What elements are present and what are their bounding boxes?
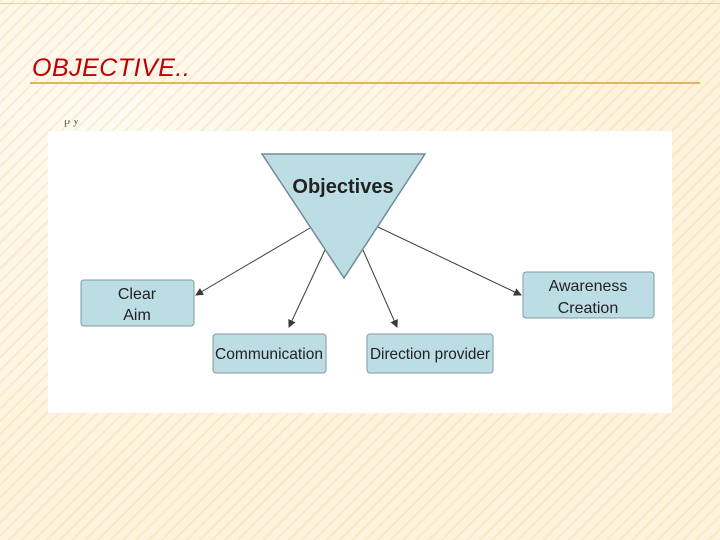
arrow-to-awareness-creation (377, 226, 522, 296)
clear-aim-line-1: Clear (118, 286, 157, 303)
clear-aim-line-2: Aim (123, 307, 151, 324)
awareness-creation-box (522, 271, 655, 319)
objectives-label: Objectives (292, 176, 393, 198)
slide-title: OBJECTIVE.. (32, 54, 191, 82)
cropped-caption-text: p y (64, 120, 79, 127)
communication-label: Communication (215, 346, 323, 363)
arrow-to-communication (288, 249, 326, 328)
top-border-line (0, 3, 720, 4)
awareness-creation-line-2: Creation (558, 300, 618, 317)
title-underline (30, 82, 700, 84)
communication-box (212, 333, 327, 374)
direction-provider-label: Direction provider (370, 346, 491, 363)
arrow-to-clear-aim (195, 227, 311, 296)
arrow-to-direction-provider (362, 249, 398, 328)
awareness-creation-line-1: Awareness (549, 278, 628, 295)
objectives-diagram: Objectives Clear Aim Communication Direc… (80, 153, 655, 374)
clear-aim-box (80, 279, 195, 327)
direction-provider-box (366, 333, 494, 374)
objectives-triangle (260, 153, 427, 280)
diagram-picture: Objectives Clear Aim Communication Direc… (48, 131, 672, 413)
